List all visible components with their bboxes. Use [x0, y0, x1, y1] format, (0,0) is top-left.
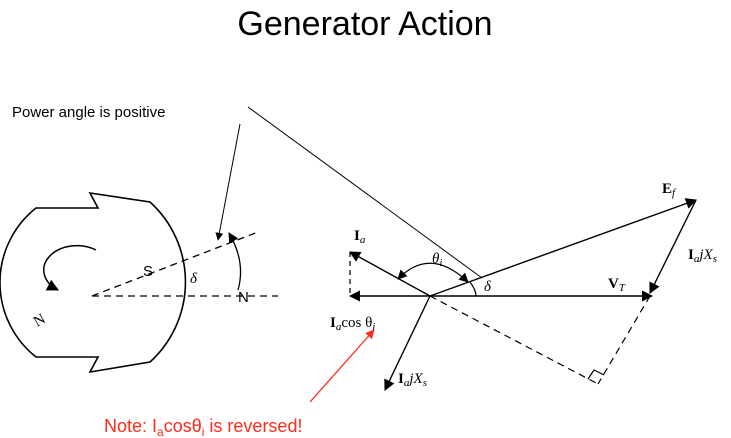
- rotation-arrow: [43, 244, 97, 291]
- leader-line-to-rotor: [215, 123, 241, 241]
- note-arrow: [309, 329, 375, 403]
- ef-label: Ef: [662, 181, 677, 199]
- slide-title: Generator Action: [237, 5, 492, 43]
- ef-phasor: [429, 198, 698, 297]
- rotor: N S δ N: [0, 191, 278, 374]
- rotor-delta-label: δ: [190, 271, 198, 287]
- power-angle-label: Power angle is positive: [12, 104, 165, 121]
- ia-extension: [429, 295, 599, 385]
- rotor-angle-arrow: [228, 232, 242, 291]
- iajxs-right-phasor: [649, 199, 697, 295]
- ia-label: Ia: [354, 228, 366, 246]
- iajxs-bottom-phasor: [384, 295, 431, 392]
- phasor-diagram: Ef VT IajXs Ia IajXs Iacos θi θi δ: [330, 181, 717, 392]
- vt-label: VT: [608, 276, 626, 294]
- ia-phasor: [349, 251, 431, 297]
- rotor-s-label: S: [143, 263, 153, 280]
- right-angle-mark: [587, 369, 605, 380]
- iacos-label: Iacos θi: [330, 315, 375, 333]
- rotor-outline: [0, 191, 187, 374]
- phasor-delta-label: δ: [484, 279, 492, 295]
- iajxs-right-label: IajXs: [688, 247, 717, 265]
- vt-perpendicular: [597, 295, 651, 385]
- leader-line-to-phasor: [247, 106, 483, 279]
- rotor-n-pole-label: N: [31, 311, 49, 330]
- delta-arc: [469, 281, 477, 297]
- theta-label: θi: [432, 251, 442, 269]
- note-text: Note: Iacosθi is reversed!: [104, 416, 302, 438]
- rotor-n-label: N: [238, 289, 249, 306]
- theta-arc: [397, 262, 469, 283]
- iajxs-bottom-label: IajXs: [398, 371, 427, 389]
